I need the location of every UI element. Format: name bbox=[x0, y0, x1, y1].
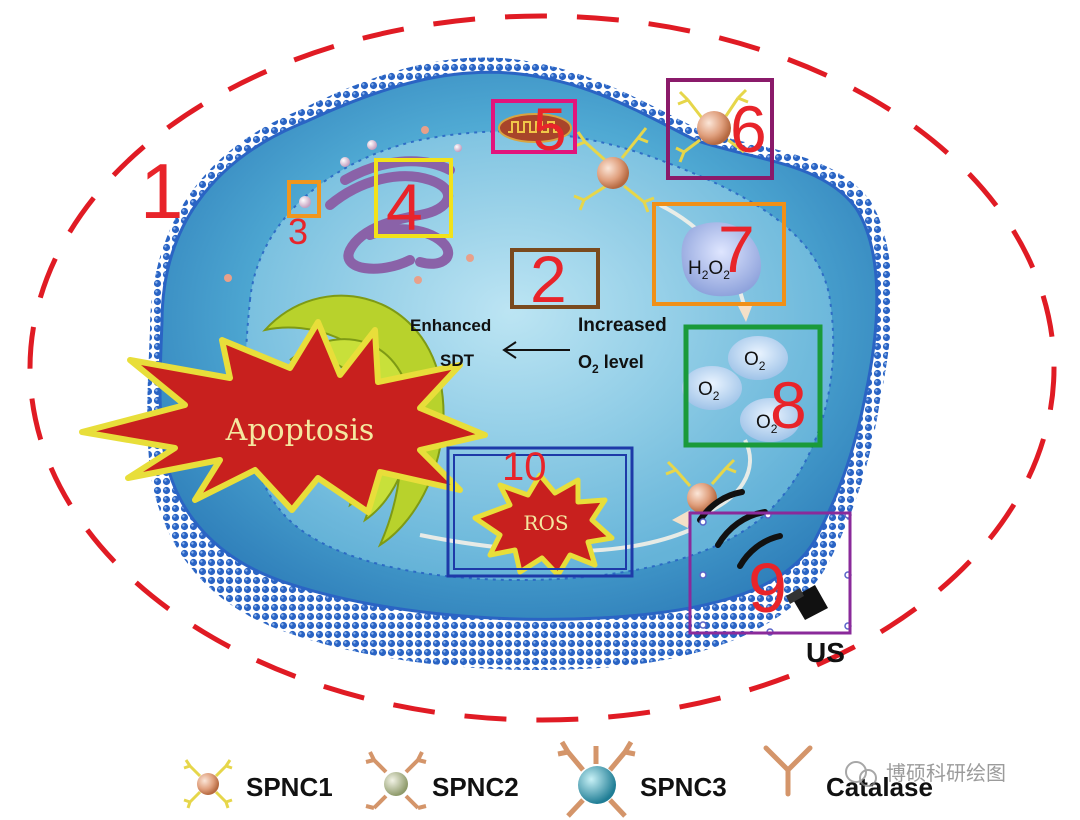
pathway-arrowhead bbox=[502, 341, 517, 359]
vesicles bbox=[224, 126, 474, 284]
o2-3-sub: 2 bbox=[771, 422, 778, 436]
number-10: 10 bbox=[502, 445, 547, 489]
box-10-inner bbox=[453, 454, 627, 570]
box-9 bbox=[688, 511, 852, 635]
number-7: 7 bbox=[718, 212, 755, 286]
number-8: 8 bbox=[770, 368, 807, 442]
ros-label: ROS bbox=[523, 511, 568, 535]
o2-level-word: level bbox=[599, 352, 644, 372]
flow-arrowhead-2 bbox=[672, 510, 690, 528]
o2-bubble-3 bbox=[740, 398, 800, 442]
legend-spnc3-label: SPNC3 bbox=[640, 772, 727, 802]
o2-2-sub: 2 bbox=[713, 389, 720, 403]
ultrasound-probe-icon bbox=[786, 585, 828, 620]
box-7 bbox=[652, 202, 786, 306]
watermark-logo-icon bbox=[845, 761, 867, 783]
legend-spnc3-icon bbox=[557, 740, 636, 818]
apoptosis-label: Apoptosis bbox=[225, 413, 375, 448]
box-10-outer bbox=[446, 446, 634, 578]
number-6: 6 bbox=[730, 92, 767, 166]
legend-catalase-icon bbox=[763, 745, 813, 797]
box-6 bbox=[666, 78, 774, 180]
o2-label-1: O2 bbox=[744, 349, 766, 373]
tumor-region-dashed-ring bbox=[27, 13, 1057, 723]
increased-label: Increased bbox=[578, 315, 667, 336]
ros-starburst bbox=[472, 472, 615, 578]
enhanced-label: Enhanced bbox=[410, 316, 491, 335]
o2-label-2: O2 bbox=[698, 379, 720, 403]
spnc-particle-upper bbox=[573, 127, 655, 213]
o2-label-3: O2 bbox=[756, 412, 778, 436]
box-8 bbox=[683, 324, 823, 448]
number-5: 5 bbox=[533, 96, 566, 163]
h2o2-sub1: 2 bbox=[702, 268, 709, 282]
box-2 bbox=[510, 248, 600, 309]
legend-spnc1-icon bbox=[183, 759, 233, 809]
number-3: 3 bbox=[288, 211, 308, 252]
h2o2-o: O bbox=[708, 258, 723, 279]
us-label: US bbox=[806, 637, 845, 668]
spnc-particle-box6 bbox=[675, 88, 749, 163]
mitochondrion bbox=[498, 113, 572, 143]
number-2: 2 bbox=[530, 242, 567, 316]
box-4 bbox=[374, 158, 453, 238]
legend-spnc1-label: SPNC1 bbox=[246, 772, 333, 802]
o2-2-o: O bbox=[698, 379, 713, 400]
h2o2-label: H2O2 bbox=[688, 258, 730, 282]
legend-catalase-label: Catalase bbox=[826, 772, 933, 802]
watermark: 博硕科研绘图 bbox=[845, 761, 1006, 787]
watermark-text: 博硕科研绘图 bbox=[886, 761, 1006, 785]
flow-arrowhead-1 bbox=[738, 306, 752, 322]
box-3 bbox=[287, 180, 321, 218]
number-4: 4 bbox=[386, 170, 423, 244]
o2-level-o: O bbox=[578, 352, 592, 372]
box-5 bbox=[491, 99, 577, 154]
apoptosis-starburst bbox=[79, 319, 488, 515]
o2-1-sub: 2 bbox=[759, 359, 766, 373]
sdt-label: SDT bbox=[440, 351, 475, 370]
h2o2-molecule bbox=[681, 222, 762, 297]
o2-bubble-2 bbox=[682, 366, 742, 410]
o2-bubble-1 bbox=[728, 336, 788, 380]
o2-level-label: O2 level bbox=[578, 352, 644, 376]
h2o2-h: H bbox=[688, 258, 702, 279]
o2-1-o: O bbox=[744, 349, 759, 370]
legend-spnc2-icon bbox=[365, 751, 427, 810]
o2-3-o: O bbox=[756, 412, 771, 433]
legend-spnc2-label: SPNC2 bbox=[432, 772, 519, 802]
number-9: 9 bbox=[748, 549, 787, 627]
number-1: 1 bbox=[140, 147, 183, 235]
h2o2-sub2: 2 bbox=[723, 268, 730, 282]
legend: SPNC1 SPNC2 SPNC3 bbox=[183, 740, 933, 818]
o2-level-sub: 2 bbox=[592, 362, 599, 376]
